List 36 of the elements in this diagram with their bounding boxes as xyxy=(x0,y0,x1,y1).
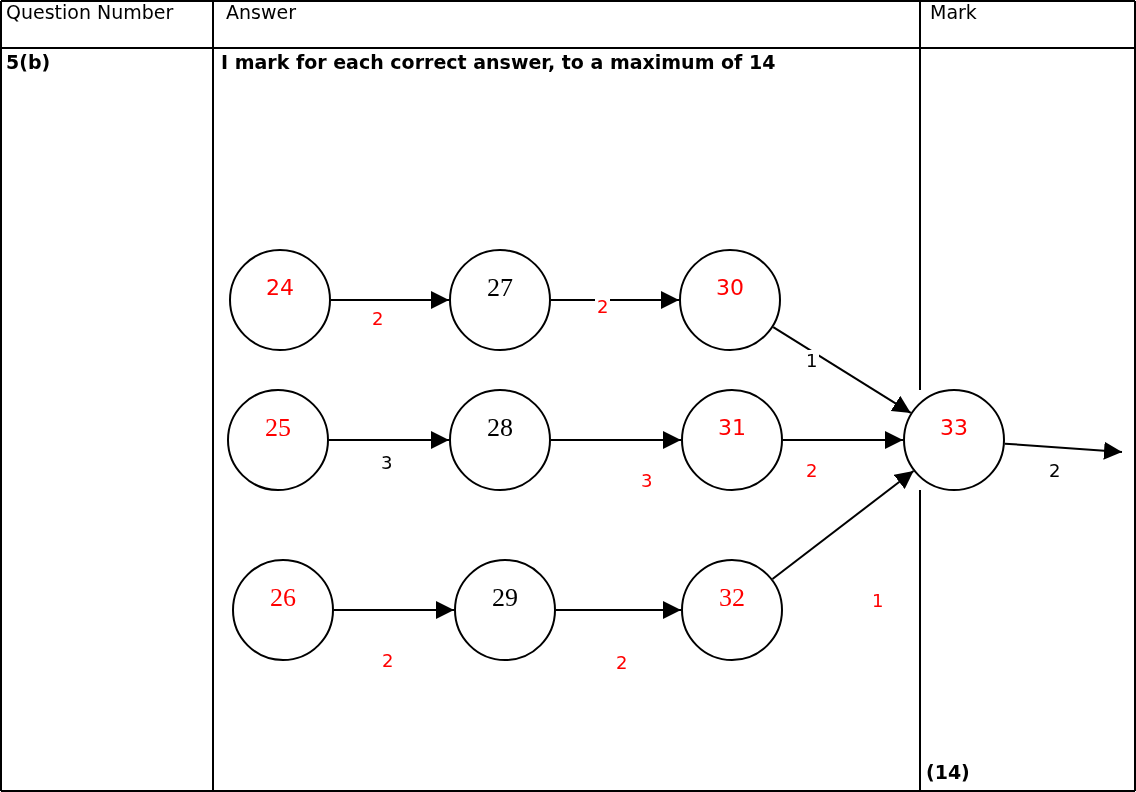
event-circle xyxy=(232,559,334,661)
event-circle xyxy=(679,249,781,351)
event-number: 31 xyxy=(717,414,747,442)
header-cell-text: Mark xyxy=(930,0,978,24)
marking-instruction: I mark for each correct answer, to a maximum of 14 xyxy=(221,50,777,74)
event-circle xyxy=(681,389,783,491)
event-circle xyxy=(681,559,783,661)
arrow xyxy=(550,431,682,449)
total-mark: (14) xyxy=(926,760,971,784)
event-number: 28 xyxy=(486,413,514,443)
event-number: 24 xyxy=(265,274,295,302)
arrow xyxy=(333,601,455,619)
event-circle xyxy=(449,389,551,491)
question-number: 5(b) xyxy=(6,50,52,74)
event-circle xyxy=(449,249,551,351)
event-number: 26 xyxy=(269,583,297,613)
event-circle xyxy=(227,389,329,491)
event-circle xyxy=(903,389,1005,491)
event-number: 30 xyxy=(715,274,745,302)
event-circle xyxy=(229,249,331,351)
arrow xyxy=(550,291,680,309)
event-number: 29 xyxy=(491,583,519,613)
event-number: 27 xyxy=(486,273,514,303)
event-circle xyxy=(454,559,556,661)
header-cell-text: Answer xyxy=(226,0,297,24)
header-cell-text: Question Number xyxy=(6,0,175,24)
event-number: 33 xyxy=(939,414,969,442)
arrow xyxy=(328,431,450,449)
arrow xyxy=(782,431,904,449)
arrow xyxy=(1003,441,1123,460)
arrow xyxy=(555,601,682,619)
event-number: 32 xyxy=(718,583,746,613)
arrow xyxy=(772,326,912,414)
arrow xyxy=(771,470,915,580)
arrow xyxy=(330,291,450,309)
event-number: 25 xyxy=(264,413,292,443)
